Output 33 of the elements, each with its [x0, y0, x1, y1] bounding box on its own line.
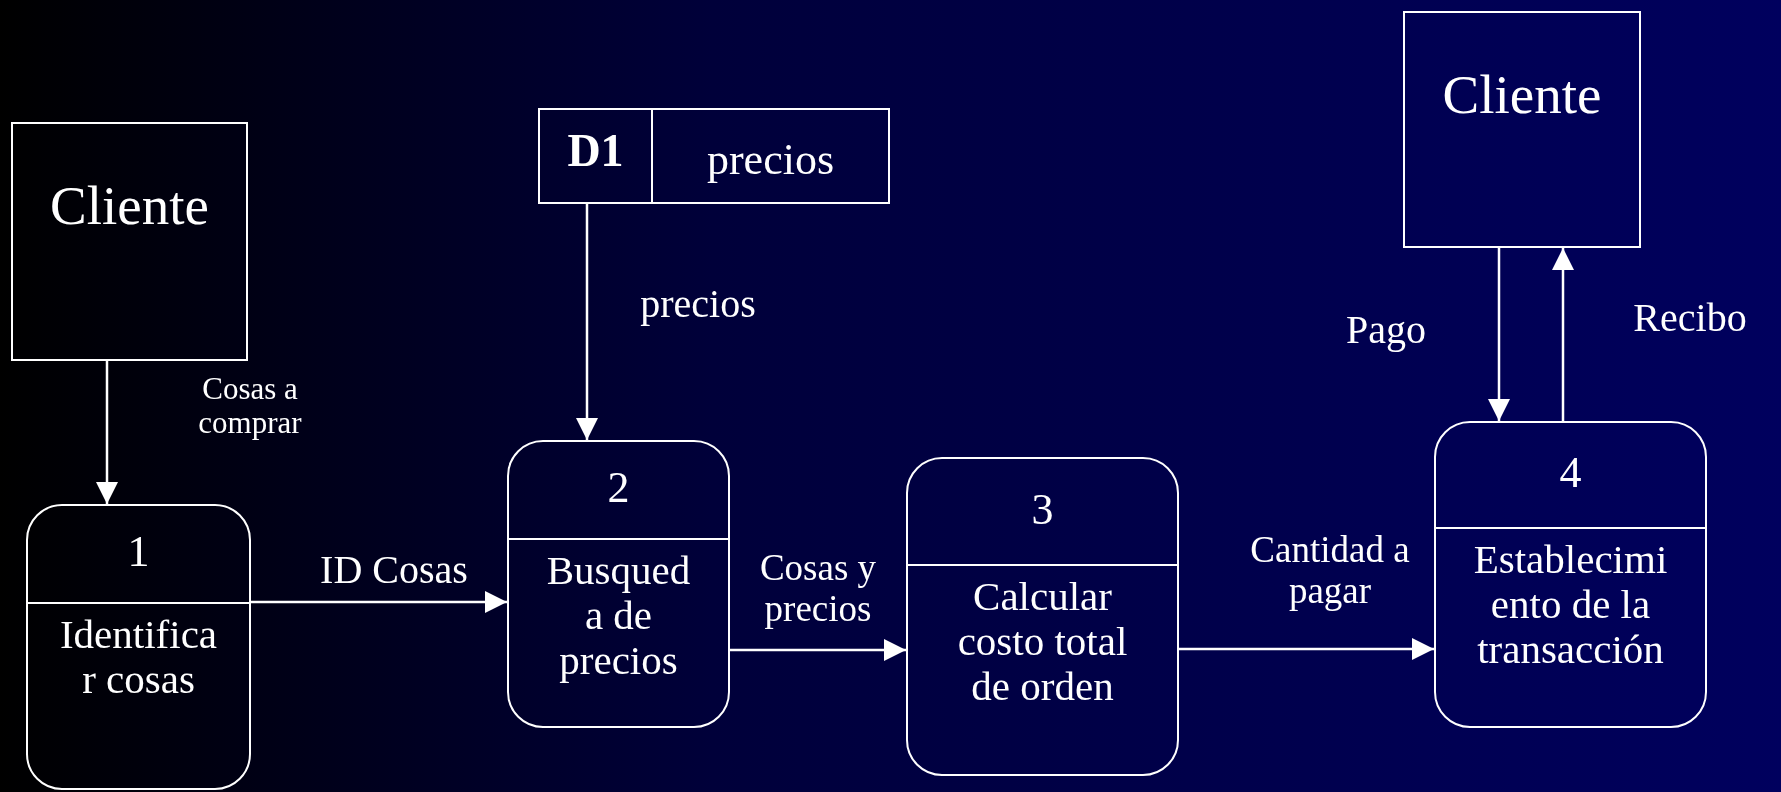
external-entity-box: [11, 122, 248, 361]
process-number: 3: [1030, 485, 1055, 534]
process-label: Calcular costo total de orden: [956, 574, 1129, 710]
arrow: [1488, 248, 1510, 421]
store-id: D1: [566, 126, 625, 177]
edge-label: Cantidad a pagar: [1250, 530, 1410, 612]
edge-label: Pago: [1345, 308, 1427, 352]
process-label: Establecimi ento de la transacción: [1472, 537, 1669, 673]
process-number: 1: [126, 528, 151, 577]
process-label: Identifica r cosas: [58, 612, 219, 703]
arrow: [576, 204, 598, 440]
edge-label: ID Cosas: [319, 548, 469, 592]
process-label: Busqued a de precios: [545, 548, 692, 684]
process-box: [26, 504, 251, 790]
process-box: [1434, 421, 1707, 728]
store-label: precios: [705, 136, 836, 185]
edge-label: Cosas a comprar: [197, 372, 303, 441]
external-entity-box: [1403, 11, 1641, 248]
arrow: [1179, 638, 1434, 660]
arrow: [1552, 248, 1574, 421]
arrow: [96, 361, 118, 504]
edge-label: precios: [639, 282, 757, 326]
process-box: [507, 440, 730, 728]
process-number: 4: [1558, 449, 1583, 498]
process-box: [906, 457, 1179, 776]
edge-label: Recibo: [1632, 296, 1748, 340]
edge-label: Cosas y precios: [758, 548, 878, 630]
entity-label: Cliente: [49, 176, 210, 237]
data-store-box: [538, 108, 890, 204]
arrow: [251, 591, 507, 613]
process-number: 2: [606, 464, 631, 513]
entity-label: Cliente: [1441, 65, 1603, 126]
arrow: [730, 639, 906, 661]
